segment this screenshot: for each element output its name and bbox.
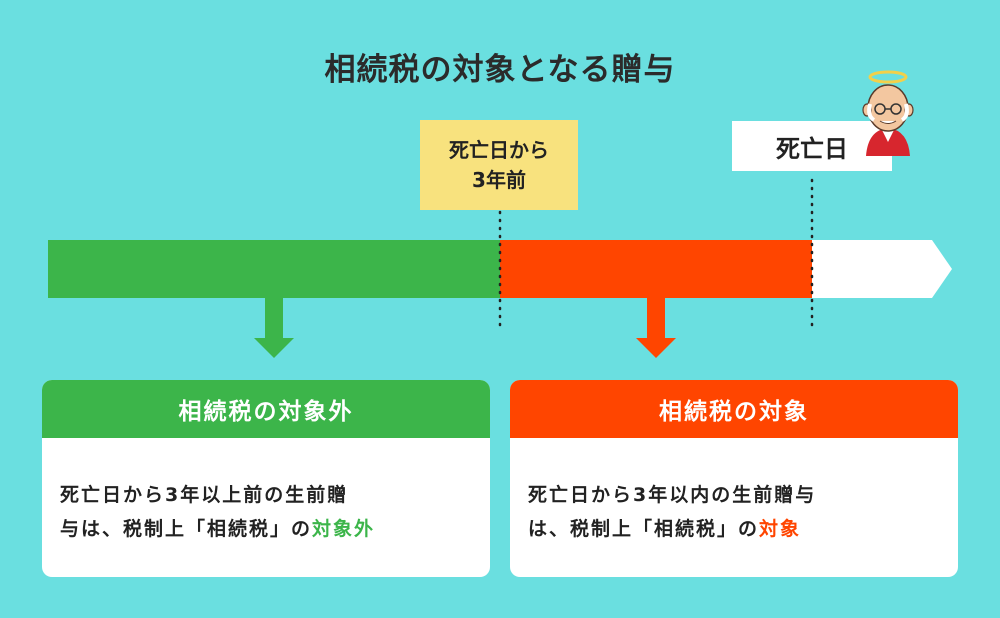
timeline-green-segment xyxy=(48,240,500,298)
card-not-subject-line1: 死亡日から3年以上前の生前贈 xyxy=(60,484,349,506)
page-title: 相続税の対象となる贈与 xyxy=(324,52,676,88)
three-years-before-label: 死亡日から 3年前 xyxy=(420,120,578,210)
card-not-subject-body: 死亡日から3年以上前の生前贈 与は、税制上「相続税」の対象外 xyxy=(42,438,490,546)
card-subject-highlight: 対象 xyxy=(759,518,802,540)
death-day-label: 死亡日 xyxy=(732,121,892,171)
card-subject-line2: は、税制上「相続税」の xyxy=(528,518,760,540)
three-years-label-line1: 死亡日から xyxy=(449,138,549,162)
card-not-subject-highlight: 対象外 xyxy=(312,518,376,540)
angel-grandfather-icon xyxy=(862,70,914,156)
arrow-down-icon xyxy=(254,298,294,358)
timeline-red-segment xyxy=(500,240,812,298)
card-subject: 相続税の対象 死亡日から3年以内の生前贈与 は、税制上「相続税」の対象 xyxy=(510,380,958,577)
card-subject-heading: 相続税の対象 xyxy=(510,380,958,438)
timeline-white-arrow xyxy=(812,240,952,298)
arrow-down-icon xyxy=(636,298,676,358)
card-subject-body: 死亡日から3年以内の生前贈与 は、税制上「相続税」の対象 xyxy=(510,438,958,546)
three-years-label-line2: 3年前 xyxy=(472,168,526,192)
card-not-subject-line2: 与は、税制上「相続税」の xyxy=(60,518,313,540)
card-not-subject-heading: 相続税の対象外 xyxy=(42,380,490,438)
card-subject-line1: 死亡日から3年以内の生前贈与 xyxy=(528,484,817,506)
card-not-subject: 相続税の対象外 死亡日から3年以上前の生前贈 与は、税制上「相続税」の対象外 xyxy=(42,380,490,577)
